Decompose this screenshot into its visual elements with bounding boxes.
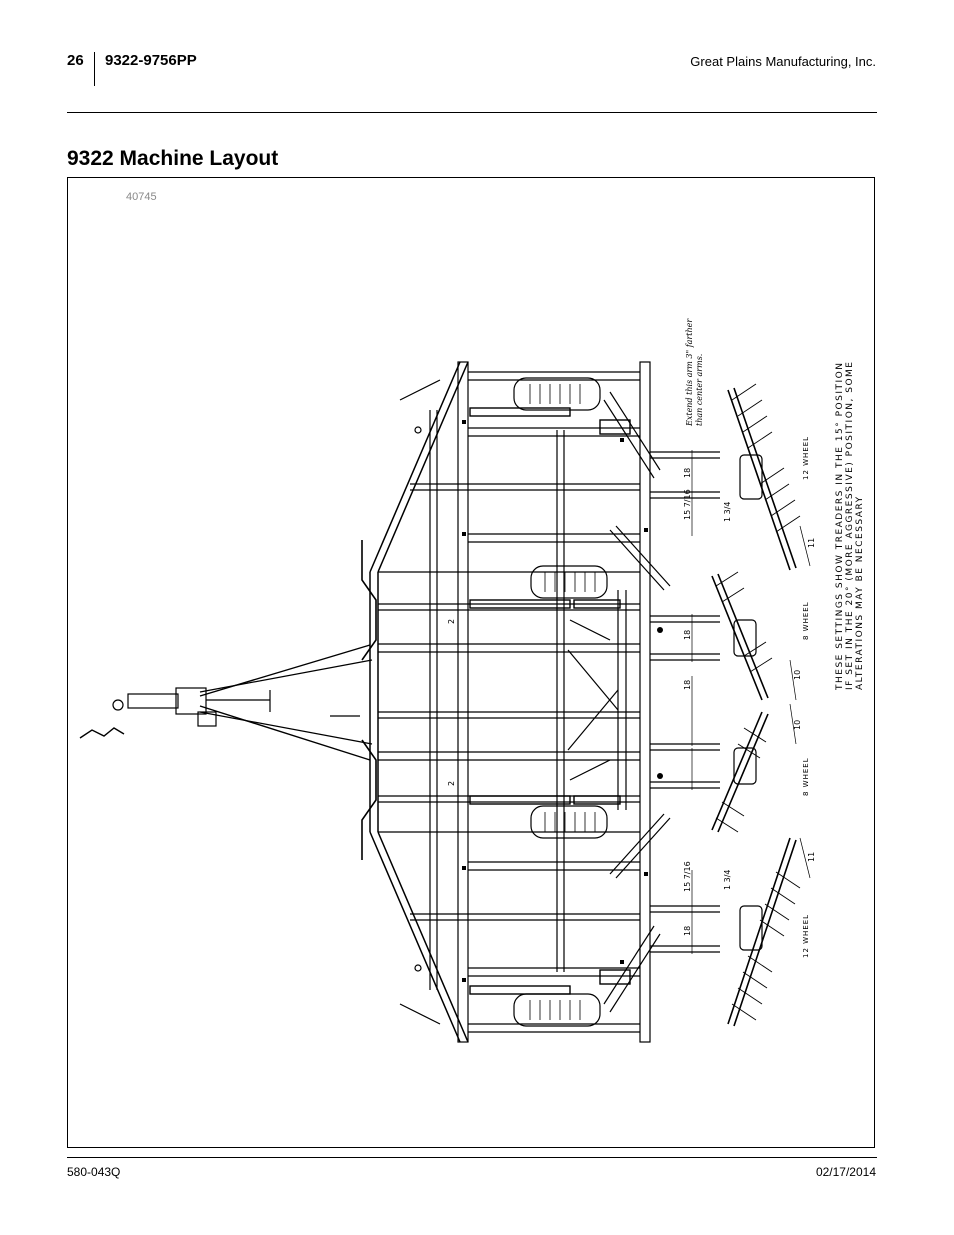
dim-label: 15 7/16 — [683, 489, 692, 520]
cylinders — [469, 407, 631, 995]
settings-note-line-2: IF SET IN THE 20° (MORE AGGRESSIVE) POSI… — [845, 361, 855, 690]
dim-label: 2 — [447, 781, 456, 786]
dim-label: 2 — [447, 619, 456, 624]
treader-wheels — [711, 383, 801, 1027]
footer-rule — [67, 1157, 877, 1158]
settings-note-line-3: ALTERATIONS MAY BE NECESSARY — [855, 495, 865, 690]
dim-label: 18 — [683, 926, 692, 936]
small-blocks — [462, 420, 663, 982]
machine-layout-drawing — [79, 361, 811, 1043]
drawing-annotations: Extend this arm 3" farther than center a… — [447, 318, 865, 958]
page-number: 26 — [67, 52, 84, 69]
dim-label: 11 — [807, 852, 816, 862]
wheel-label-1: 12 WHEEL — [802, 436, 810, 480]
figure-number: 40745 — [126, 191, 157, 203]
section-title: 9322 Machine Layout — [67, 147, 279, 170]
wheel-label-2: 8 WHEEL — [802, 601, 810, 640]
extend-note-line-1: Extend this arm 3" farther — [685, 318, 694, 427]
settings-note-line-1: THESE SETTINGS SHOW TREADERS IN THE 15° … — [835, 362, 845, 691]
dimension-lines — [691, 450, 811, 954]
hitch-assembly — [79, 644, 373, 761]
extend-note-line-2: than center arms. — [695, 354, 704, 426]
wheel-label-3: 8 WHEEL — [802, 757, 810, 796]
front-frame — [361, 361, 469, 1043]
dim-label: 18 — [683, 680, 692, 690]
dim-label: 15 7/16 — [683, 861, 692, 892]
document-number: 9322-9756PP — [105, 52, 197, 69]
dim-label: 1 3/4 — [723, 869, 732, 890]
dim-label: 10 — [793, 720, 802, 730]
dim-label: 1 3/4 — [723, 501, 732, 522]
manual-number: 580-043Q — [67, 1165, 121, 1179]
dim-label: 10 — [793, 670, 802, 680]
main-frame — [378, 361, 651, 1043]
dim-label: 11 — [807, 538, 816, 548]
figure-frame — [67, 177, 875, 1148]
header-divider — [94, 52, 95, 86]
header-rule — [67, 112, 877, 113]
company-name: Great Plains Manufacturing, Inc. — [690, 54, 876, 69]
publication-date: 02/17/2014 — [815, 1165, 876, 1179]
dim-label: 18 — [683, 630, 692, 640]
dim-label: 18 — [683, 468, 692, 478]
wheel-label-4: 12 WHEEL — [802, 914, 810, 958]
harrow-arms — [603, 391, 720, 1013]
